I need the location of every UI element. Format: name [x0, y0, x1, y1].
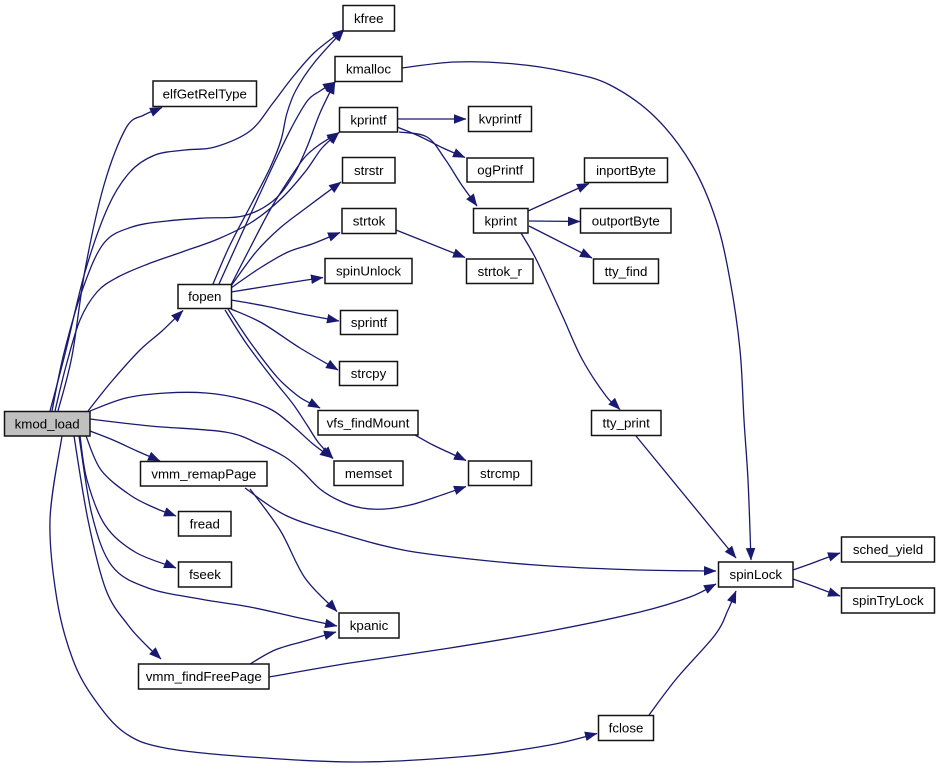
svg-text:sched_yield: sched_yield — [853, 542, 923, 557]
svg-text:kfree: kfree — [354, 11, 384, 26]
svg-text:kvprintf: kvprintf — [479, 112, 522, 127]
svg-text:spinLock: spinLock — [730, 567, 783, 582]
svg-text:outportByte: outportByte — [592, 213, 660, 228]
svg-text:spinTryLock: spinTryLock — [852, 593, 924, 608]
svg-text:strcpy: strcpy — [351, 366, 387, 381]
svg-text:elfGetRelType: elfGetRelType — [163, 86, 247, 101]
svg-text:inportByte: inportByte — [596, 163, 656, 178]
svg-text:kmod_load: kmod_load — [15, 416, 80, 431]
svg-text:sprintf: sprintf — [351, 315, 388, 330]
svg-text:vfs_findMount: vfs_findMount — [327, 415, 410, 430]
svg-text:fread: fread — [190, 516, 220, 531]
svg-text:strcmp: strcmp — [480, 466, 520, 481]
svg-text:vmm_findFreePage: vmm_findFreePage — [146, 669, 262, 684]
svg-text:kmalloc: kmalloc — [346, 62, 391, 77]
svg-text:strtok: strtok — [353, 214, 386, 229]
svg-text:kprint: kprint — [485, 213, 518, 228]
svg-text:strtok_r: strtok_r — [478, 264, 523, 279]
svg-text:vmm_remapPage: vmm_remapPage — [151, 466, 256, 481]
svg-text:ogPrintf: ogPrintf — [477, 163, 523, 178]
svg-text:kpanic: kpanic — [350, 618, 389, 633]
svg-text:fseek: fseek — [189, 567, 221, 582]
svg-text:fclose: fclose — [609, 721, 644, 736]
svg-text:tty_print: tty_print — [603, 416, 651, 431]
svg-text:tty_find: tty_find — [605, 264, 648, 279]
svg-text:kprintf: kprintf — [350, 112, 387, 127]
svg-text:fopen: fopen — [188, 289, 221, 304]
svg-text:strstr: strstr — [354, 163, 384, 178]
svg-text:spinUnlock: spinUnlock — [336, 264, 401, 279]
svg-text:memset: memset — [345, 466, 393, 481]
